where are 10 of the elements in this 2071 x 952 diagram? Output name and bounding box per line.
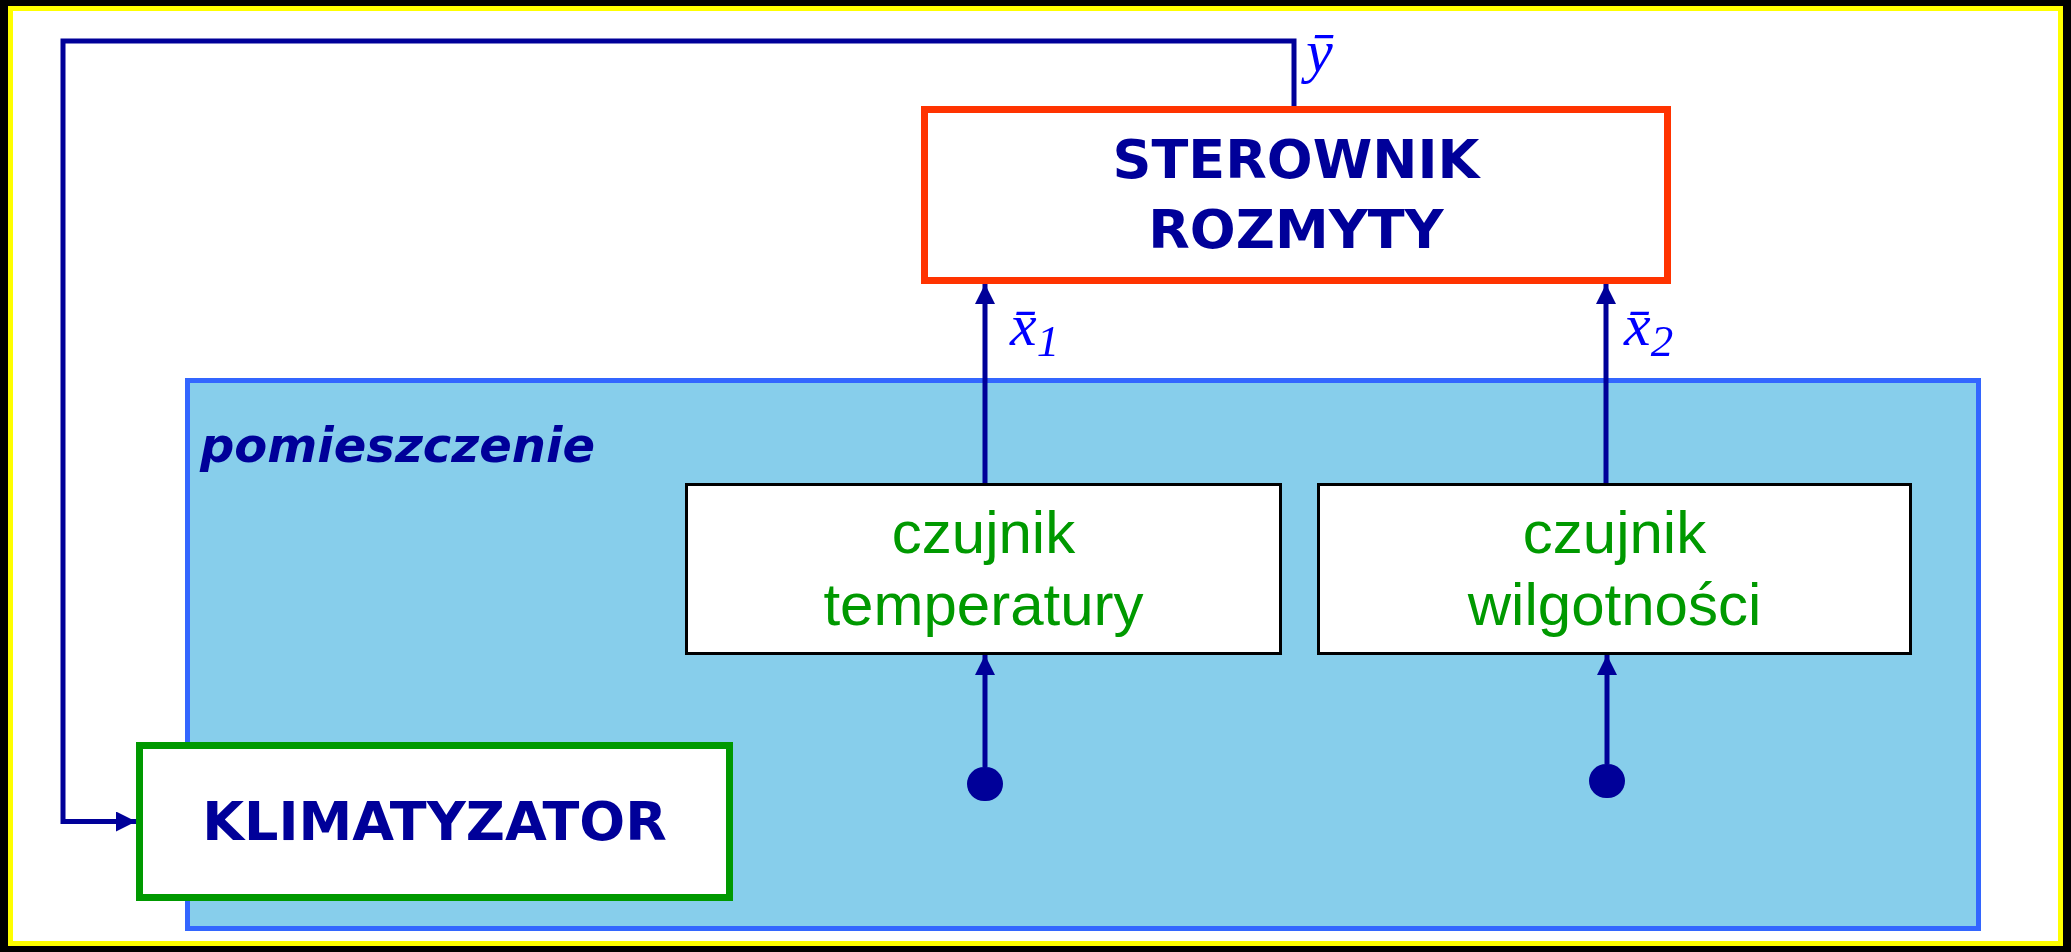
controller-box: STEROWNIK ROZMYTY (921, 106, 1671, 284)
connector-arrow (975, 655, 995, 767)
air-conditioner-box: KLIMATYZATOR (136, 742, 733, 901)
room-region (185, 378, 1981, 931)
sensor-box: czujnik temperatury (685, 483, 1282, 655)
sensor-box: czujnik wilgotności (1317, 483, 1912, 655)
connector-arrow (975, 284, 995, 483)
connector-arrow (1596, 284, 1616, 483)
connector-arrow (1597, 655, 1617, 764)
connector-arrow (60, 38, 1297, 832)
